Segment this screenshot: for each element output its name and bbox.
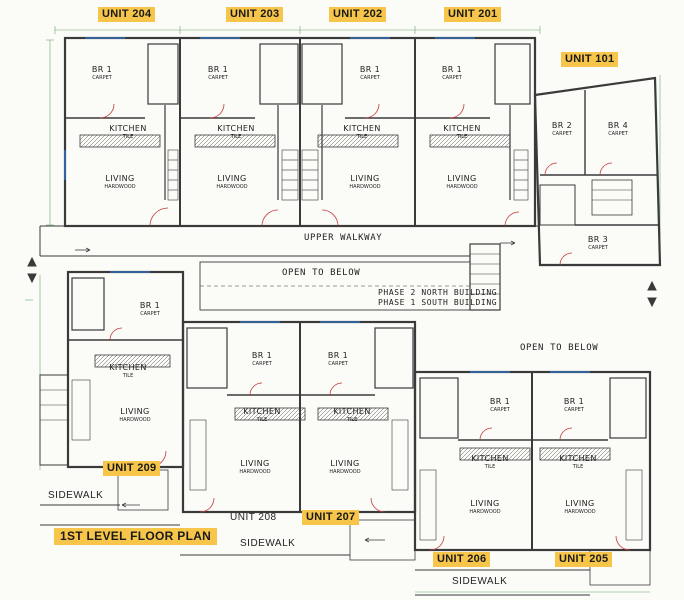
unit-201-label: UNIT 201 xyxy=(444,7,502,22)
windows-lower xyxy=(110,271,590,373)
upper-walkway-note: UPPER WALKWAY xyxy=(304,233,383,243)
unit-204-label: UNIT 204 xyxy=(98,7,156,22)
door-swings-upper xyxy=(99,103,520,227)
unit-209-label: UNIT 209 xyxy=(103,461,161,476)
lower-building xyxy=(39,270,652,596)
unit-101-label: UNIT 101 xyxy=(561,52,619,67)
unit-208-label: UNIT 208 xyxy=(230,512,277,523)
unit-101-outline xyxy=(533,76,662,267)
unit-207-label: UNIT 207 xyxy=(302,510,360,525)
sidewalk-left: SIDEWALK xyxy=(48,490,104,501)
unit-206-label: UNIT 206 xyxy=(433,552,491,567)
phase-1-note: PHASE 1 SOUTH BUILDING xyxy=(378,298,498,307)
sidewalk-mid: SIDEWALK xyxy=(240,538,296,549)
plan-title: 1ST LEVEL FLOOR PLAN xyxy=(54,528,218,545)
unit-203-label: UNIT 203 xyxy=(226,7,284,22)
windows-upper xyxy=(64,37,475,180)
open-to-below-right: OPEN TO BELOW xyxy=(520,343,599,353)
door-swings-lower xyxy=(109,327,631,551)
unit-205-label: UNIT 205 xyxy=(555,552,613,567)
phase-2-note: PHASE 2 NORTH BUILDING xyxy=(378,288,498,297)
upper-walkway xyxy=(27,225,657,311)
sidewalk-bottom: SIDEWALK xyxy=(452,576,508,587)
unit-202-label: UNIT 202 xyxy=(329,7,387,22)
open-to-below-center: OPEN TO BELOW xyxy=(282,268,361,278)
